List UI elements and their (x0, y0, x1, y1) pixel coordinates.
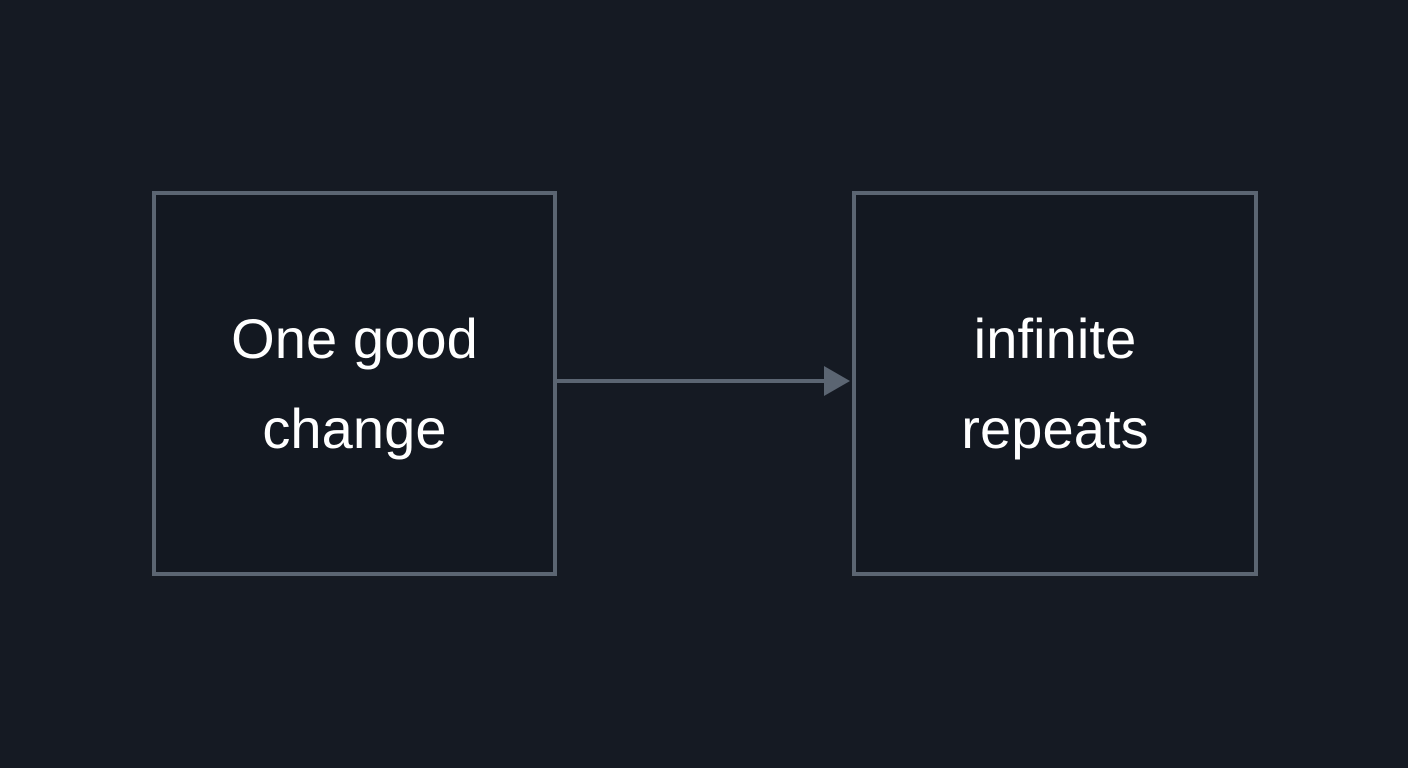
arrowhead-icon (824, 366, 850, 396)
arrow-icon (557, 366, 850, 396)
node-infinite-repeats[interactable]: infinite repeats (852, 191, 1258, 576)
node-one-good-change[interactable]: One good change (152, 191, 557, 576)
node-one-good-change-label: One good change (231, 306, 478, 460)
edge-one-good-change-to-infinite-repeats (553, 360, 855, 404)
node-infinite-repeats-label: infinite repeats (961, 306, 1149, 460)
